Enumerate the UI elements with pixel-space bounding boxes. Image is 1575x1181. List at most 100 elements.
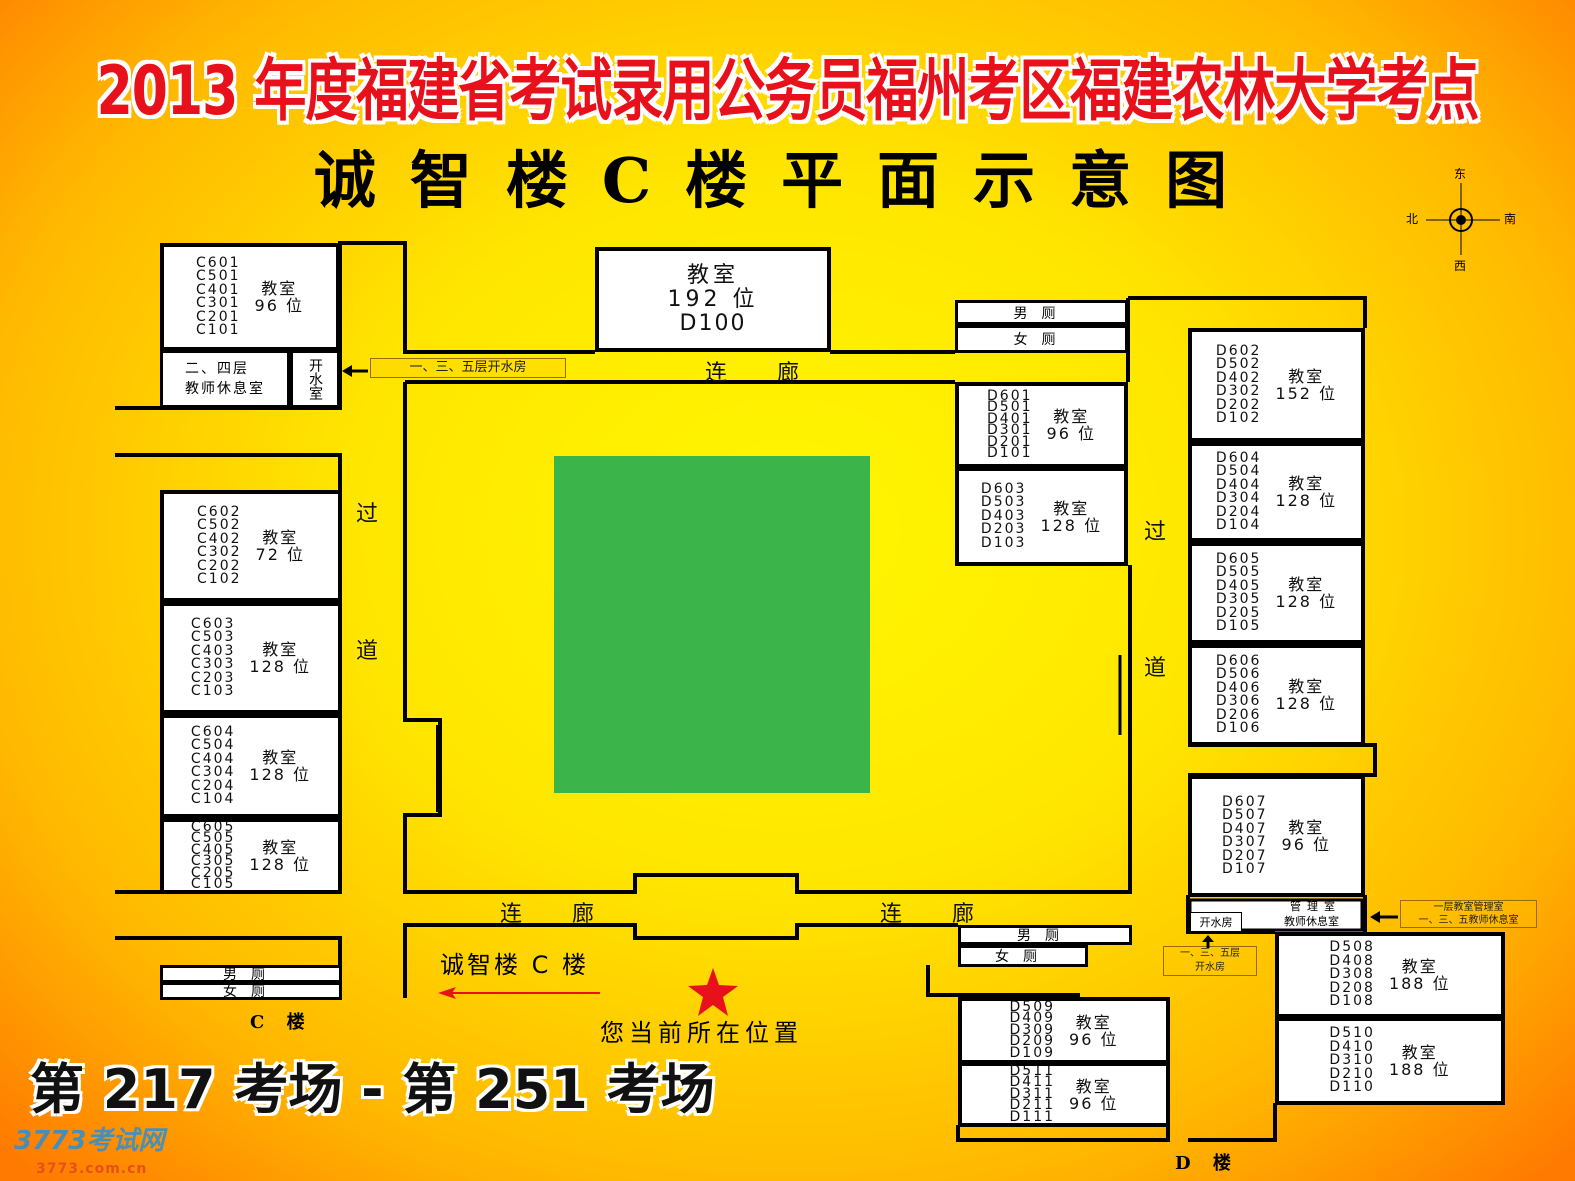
room-seats: 188 位 <box>1388 974 1451 993</box>
compass-east: 东 <box>1454 167 1467 181</box>
room-type: 教室 <box>1288 677 1325 696</box>
room-type: 教室 <box>261 279 298 298</box>
restroom-male-d-top: 男厕 <box>955 300 1128 325</box>
room-seats: 96 位 <box>1281 835 1331 854</box>
building-direction-label: 诚智楼 C 楼 <box>440 951 590 979</box>
callout-c-water-room: 一、三、五层开水房 <box>370 358 566 378</box>
room-seats: 128 位 <box>1040 515 1103 535</box>
compass-icon: 东 西 北 南 <box>1400 165 1525 275</box>
arrow-left-icon <box>1370 908 1398 927</box>
room-seats: 188 位 <box>1388 1060 1451 1079</box>
room-codes: D509 D409 D309 D209 D109 <box>1009 998 1056 1061</box>
room-seats: 128 位 <box>1275 491 1338 510</box>
restroom-female-d-top: 女厕 <box>955 325 1128 353</box>
room-type: 教室 <box>262 528 299 547</box>
passage-label-d-1: 过 <box>1144 520 1217 545</box>
exam-room-range: 第 217 考场 - 第 251 考场 <box>30 1058 715 1121</box>
room-seats: 128 位 <box>249 765 312 784</box>
teacher-rest-room-c: 二、四层 教师休息室 <box>160 350 290 408</box>
room-seats: 128 位 <box>249 657 312 676</box>
watermark-logo: 3773考试网 <box>14 1126 165 1156</box>
restroom-male-d-bottom: 男厕 <box>958 925 1132 945</box>
room-seats: 96 位 <box>1069 1029 1119 1049</box>
current-position-label: 您当前所在位置 <box>600 1019 803 1047</box>
arrow-left-red-icon <box>438 985 603 1005</box>
current-position-star-icon <box>688 968 738 1020</box>
room-codes: D508 D408 D308 D208 D108 <box>1329 939 1375 1010</box>
water-room-d: 开水房 <box>1190 912 1242 932</box>
room-type: 教室 <box>686 262 739 288</box>
map-subtitle: 诚智楼C楼平面示意图 <box>313 144 1262 217</box>
corridor-label-bottom-right: 连廊 <box>880 902 1025 927</box>
room-seats: 128 位 <box>1275 694 1338 713</box>
room-codes: D603 D503 D403 D203 D103 <box>980 480 1027 551</box>
management-room: 管理室 <box>1290 900 1341 913</box>
compass-west: 西 <box>1454 259 1467 273</box>
restroom-female-c: 女厕 <box>160 982 342 1000</box>
room-type: 教室 <box>1288 474 1325 493</box>
restroom-male-c: 男厕 <box>160 965 342 983</box>
room-codes: C603 C503 C403 C303 C203 C103 <box>190 615 236 699</box>
passage-label-c-2: 道 <box>356 639 429 664</box>
room-seats: 96 位 <box>1069 1093 1119 1113</box>
room-type: 教室 <box>1075 1012 1112 1032</box>
room-codes: C605 C505 C405 C305 C205 C105 <box>190 818 236 892</box>
room-codes: D607 D507 D407 D307 D207 D107 <box>1222 793 1268 877</box>
building-c-label: C 楼 <box>250 1012 313 1033</box>
room-codes: D606 D506 D406 D306 D206 D106 <box>1215 652 1262 736</box>
room-type: 教室 <box>1288 818 1325 837</box>
room-codes: D602 D502 D402 D302 D202 D102 <box>1215 342 1262 426</box>
corridor-label-bottom-left: 连廊 <box>500 902 645 927</box>
callout-d-management: 一层教室管理室 一、三、五教师休息室 <box>1400 900 1537 928</box>
room-type: 教室 <box>1053 498 1090 518</box>
room-seats: 128 位 <box>249 855 312 874</box>
map-title: 2013 年度福建省考试录用公务员福州考区福建农林大学考点 <box>96 53 1480 131</box>
room-seats: 96 位 <box>254 296 304 315</box>
room-codes: D100 <box>679 310 747 336</box>
room-type: 教室 <box>1401 957 1438 976</box>
room-type: 教室 <box>262 640 299 659</box>
restroom-female-d-bottom: 女厕 <box>958 945 1088 967</box>
teacher-rest-room-d: 教师休息室 <box>1284 915 1339 928</box>
room-seats: 128 位 <box>1275 592 1338 611</box>
callout-d-water-room: 一、三、五层 开水房 <box>1163 946 1257 976</box>
building-d-label: D 楼 <box>1175 1153 1239 1174</box>
room-seats: 72 位 <box>255 545 305 564</box>
room-codes: C601 C501 C401 C301 C201 C101 <box>196 254 241 338</box>
room-codes: C602 C502 C402 C302 C202 C102 <box>197 503 242 587</box>
room-codes: D511 D411 D311 D211 D111 <box>1009 1062 1056 1125</box>
passage-label-d-2: 道 <box>1144 656 1217 681</box>
room-codes: D605 D505 D405 D305 D205 D105 <box>1215 550 1262 634</box>
corridor-label-top: 连廊 <box>705 361 850 386</box>
room-codes: D604 D504 D404 D304 D204 D104 <box>1215 449 1262 533</box>
room-seats: 152 位 <box>1275 384 1338 403</box>
